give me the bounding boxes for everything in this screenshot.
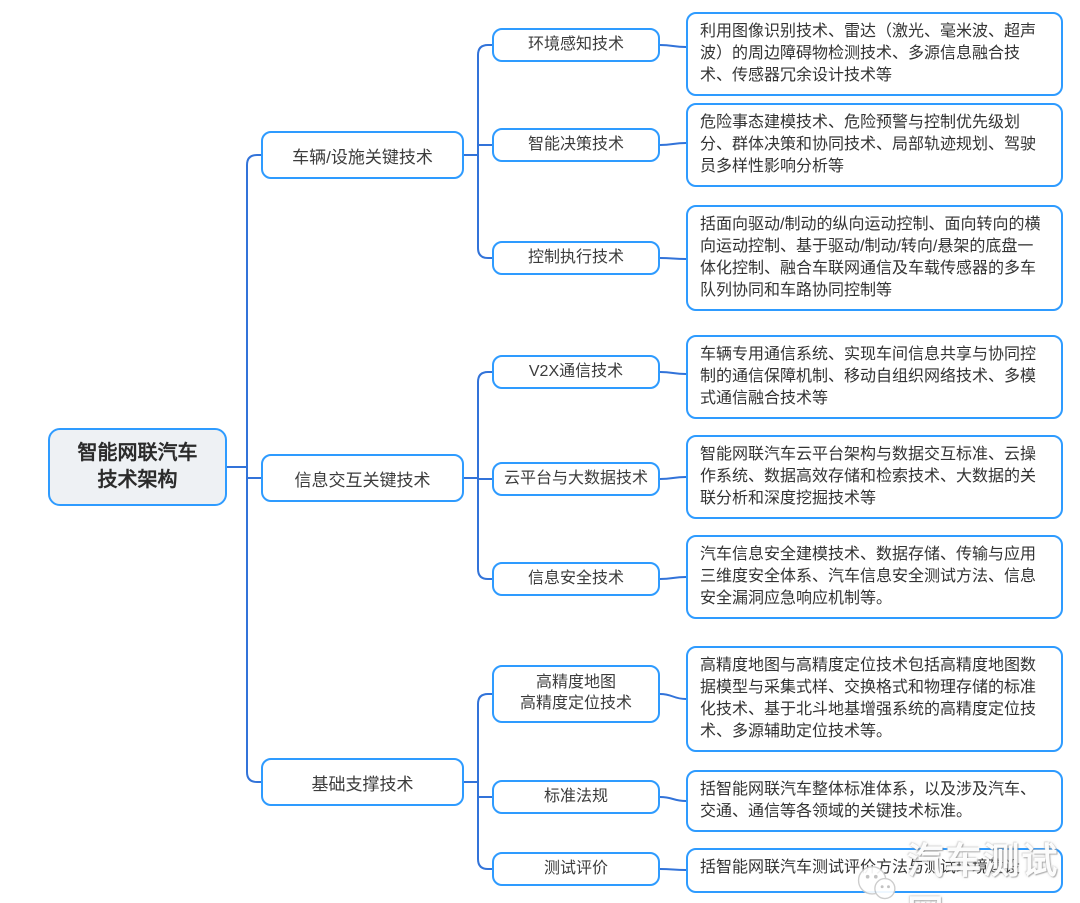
- subtopic-node-cloud-bigdata: 云平台与大数据技术: [492, 462, 660, 496]
- description-node-intelligent-decision: 危险事态建模技术、危险预警与控制优先级划分、群体决策和协同技术、局部轨迹规划、驾…: [686, 103, 1063, 188]
- branch-node-vehicle-facility: 车辆/设施关键技术: [261, 131, 464, 179]
- wechat-icon: [857, 866, 896, 900]
- subtopic-node-environment-perception: 环境感知技术: [492, 28, 660, 62]
- watermark-text: 汽车测试网: [907, 840, 1060, 903]
- branch-node-information-interaction: 信息交互关键技术: [261, 454, 464, 502]
- root-node: 智能网联汽车 技术架构: [48, 428, 227, 506]
- description-node-environment-perception: 利用图像识别技术、雷达（激光、毫米波、超声波）的周边障碍物检测技术、多源信息融合…: [686, 12, 1063, 97]
- subtopic-node-testing-evaluation: 测试评价: [492, 852, 660, 886]
- subtopic-node-information-security: 信息安全技术: [492, 562, 660, 596]
- subtopic-node-control-execution: 控制执行技术: [492, 241, 660, 275]
- description-node-v2x-communication: 车辆专用通信系统、实现车间信息共享与协同控制的通信保障机制、移动自组织网络技术、…: [686, 335, 1063, 420]
- branch-node-basic-support: 基础支撑技术: [261, 758, 464, 806]
- description-node-information-security: 汽车信息安全建模技术、数据存储、传输与应用三维度安全体系、汽车信息安全测试方法、…: [686, 535, 1063, 620]
- subtopic-node-intelligent-decision: 智能决策技术: [492, 128, 660, 162]
- subtopic-node-standards-regulations: 标准法规: [492, 780, 660, 814]
- description-node-hd-map-positioning: 高精度地图与高精度定位技术包括高精度地图数据模型与采集式样、交换格式和物理存储的…: [686, 646, 1063, 753]
- description-node-standards-regulations: 括智能网联汽车整体标准体系，以及涉及汽车、交通、通信等各领域的关键技术标准。: [686, 770, 1063, 833]
- subtopic-node-v2x-communication: V2X通信技术: [492, 355, 660, 389]
- watermark: 汽车测试网: [854, 832, 1080, 903]
- description-node-cloud-bigdata: 智能网联汽车云平台架构与数据交互标准、云操作系统、数据高效存储和检索技术、大数据…: [686, 435, 1063, 520]
- subtopic-node-hd-map-positioning: 高精度地图 高精度定位技术: [492, 665, 660, 723]
- description-node-control-execution: 括面向驱动/制动的纵向运动控制、面向转向的横向运动控制、基于驱动/制动/转向/悬…: [686, 205, 1063, 312]
